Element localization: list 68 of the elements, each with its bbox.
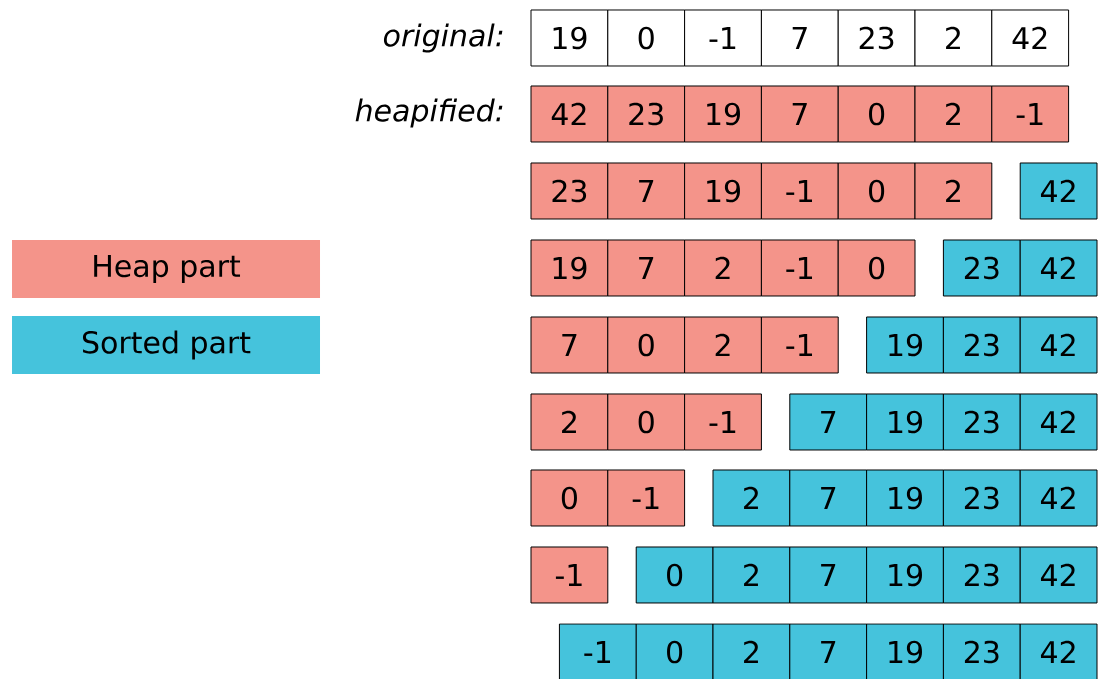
array-cell: -1 (760, 162, 839, 220)
array-cell: 7 (789, 623, 868, 679)
array-cell: 0 (837, 85, 916, 143)
array-cell: 42 (1019, 393, 1098, 451)
array-cell: 23 (607, 85, 686, 143)
array-cell: 42 (991, 9, 1070, 67)
array-cell: 0 (607, 9, 686, 67)
array-cell: 19 (684, 162, 762, 220)
array-cell: 23 (942, 546, 1021, 604)
array-cell: 23 (942, 623, 1021, 679)
array-cell: 23 (530, 162, 609, 220)
array-cell: 42 (1019, 316, 1098, 374)
array-cell: 2 (684, 316, 762, 374)
row-label: original: (383, 23, 503, 53)
array-cell: -1 (684, 393, 762, 451)
array-cell: 7 (760, 85, 839, 143)
array-cell: 19 (866, 623, 944, 679)
array-cell: 0 (607, 393, 686, 451)
array-cell: -1 (760, 239, 839, 297)
array-cell: 0 (607, 316, 686, 374)
array-cell: 7 (607, 239, 686, 297)
array-cell: 0 (635, 546, 714, 604)
row-label: heapified: (355, 98, 503, 128)
array-cell: 2 (914, 85, 993, 143)
array-cell: 2 (530, 393, 609, 451)
array-cell: -1 (607, 469, 686, 527)
array-cell: 0 (837, 239, 916, 297)
array-cell: 7 (760, 9, 839, 67)
array-cell: 19 (530, 239, 609, 297)
array-cell: 42 (1019, 623, 1098, 679)
array-cell: 23 (942, 393, 1021, 451)
array-cell: 2 (712, 623, 791, 679)
array-cell: 42 (1019, 239, 1098, 297)
array-cell: 42 (1019, 546, 1098, 604)
array-cell: 2 (914, 9, 993, 67)
array-cell: 2 (684, 239, 762, 297)
array-cell: -1 (684, 9, 762, 67)
array-cell: -1 (991, 85, 1070, 143)
array-cell: -1 (760, 316, 839, 374)
array-cell: 23 (942, 239, 1021, 297)
array-cell: 0 (530, 469, 609, 527)
array-cell: -1 (558, 623, 637, 679)
array-cell: 2 (914, 162, 993, 220)
array-cell: 42 (530, 85, 609, 143)
array-cell: 7 (789, 546, 868, 604)
array-cell: 0 (635, 623, 714, 679)
array-cell: 7 (789, 393, 868, 451)
legend-item: Heap part (12, 240, 320, 298)
array-cell: 2 (712, 469, 791, 527)
node-label: 2 (744, 640, 758, 664)
array-cell: 7 (530, 316, 609, 374)
array-cell: 19 (530, 9, 609, 67)
array-cell: 19 (684, 85, 762, 143)
array-cell: 2 (712, 546, 791, 604)
array-cell: 23 (837, 9, 916, 67)
array-cell: 7 (789, 469, 868, 527)
array-cell: 19 (866, 393, 944, 451)
array-cell: 19 (866, 469, 944, 527)
legend-item: Sorted part (12, 316, 320, 374)
array-cell: 23 (942, 316, 1021, 374)
array-cell: 42 (1019, 162, 1098, 220)
array-cell: 42 (1019, 469, 1098, 527)
array-cell: 7 (607, 162, 686, 220)
array-cell: 19 (866, 546, 944, 604)
array-cell: 23 (942, 469, 1021, 527)
array-cell: -1 (530, 546, 609, 604)
array-cell: 0 (837, 162, 916, 220)
array-cell: 19 (866, 316, 944, 374)
